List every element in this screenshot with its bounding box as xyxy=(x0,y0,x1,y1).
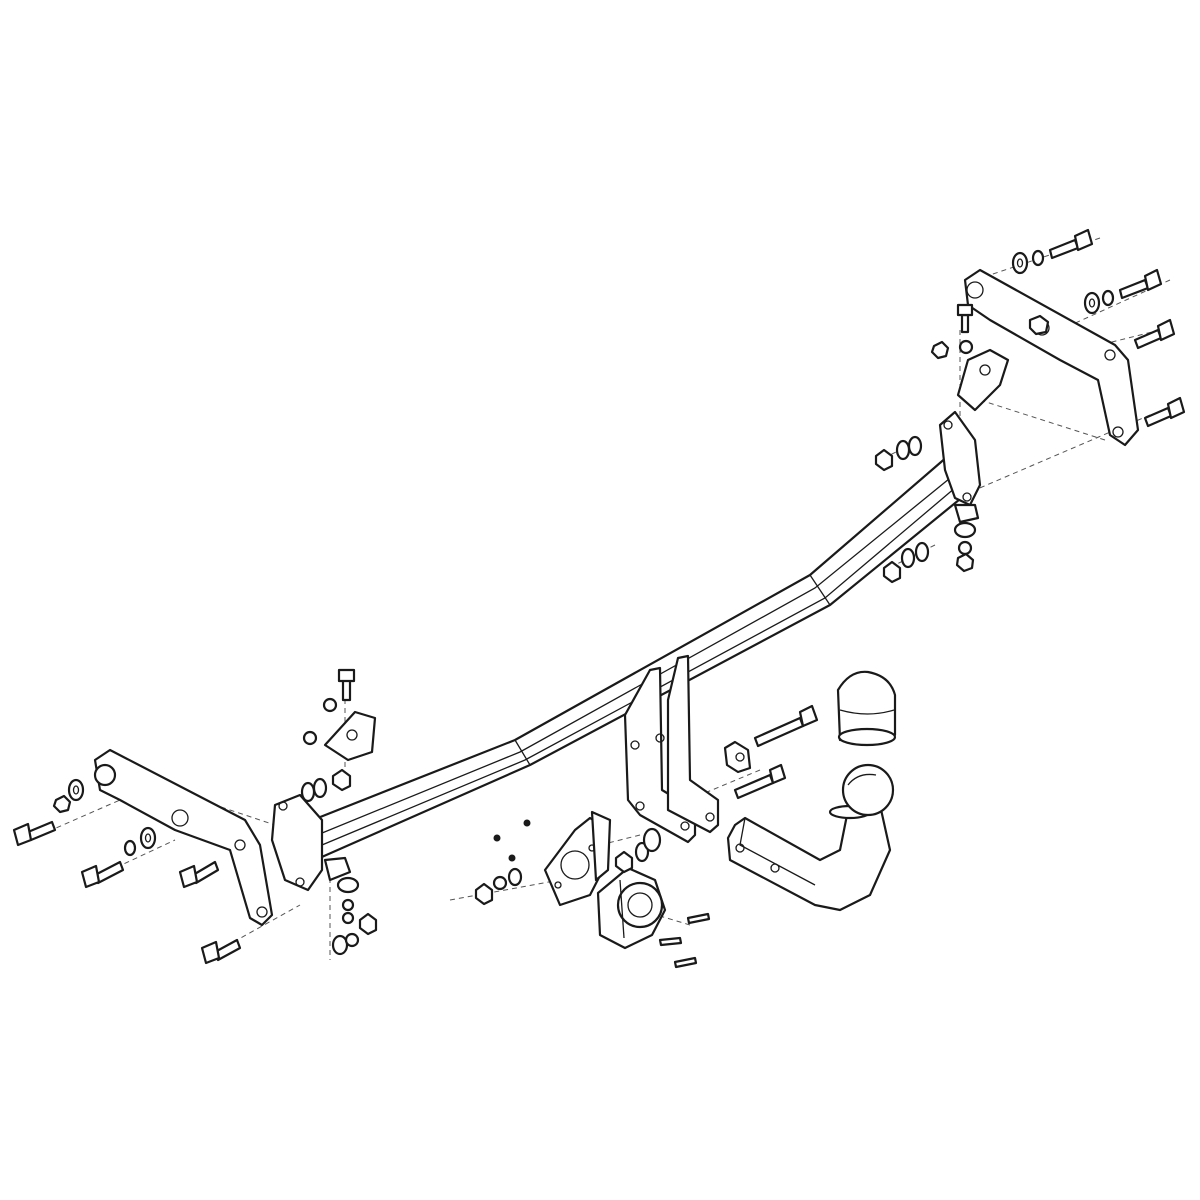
screw xyxy=(658,936,683,947)
washer xyxy=(914,541,930,563)
nut xyxy=(358,912,378,936)
washer xyxy=(300,781,316,803)
left-angle-bracket xyxy=(323,710,377,762)
washer xyxy=(895,439,911,461)
right-angle-bracket xyxy=(956,348,1010,412)
washer xyxy=(67,778,85,802)
nut xyxy=(331,768,352,792)
nut xyxy=(508,854,516,862)
ball-cover xyxy=(836,670,897,747)
center-mount-bracket xyxy=(623,654,720,844)
washer xyxy=(1083,291,1101,315)
washer xyxy=(312,777,328,799)
washers xyxy=(67,249,1115,956)
nut xyxy=(52,794,72,814)
nut xyxy=(955,552,975,573)
washer xyxy=(1011,251,1029,275)
washer xyxy=(642,827,662,853)
washer xyxy=(953,521,977,539)
bolt xyxy=(337,668,356,702)
nut xyxy=(341,911,355,925)
washer xyxy=(336,876,360,894)
tow-ball-arm xyxy=(726,763,895,912)
bolt xyxy=(12,820,57,847)
washer xyxy=(1101,289,1115,307)
nut xyxy=(882,560,902,584)
bolt xyxy=(200,938,242,965)
crossbar xyxy=(270,410,982,892)
washer xyxy=(907,435,923,457)
washer xyxy=(331,934,349,956)
nut xyxy=(322,697,338,713)
bolt xyxy=(1133,318,1176,350)
nut xyxy=(492,875,508,891)
nut xyxy=(1028,314,1050,336)
bolt xyxy=(1143,396,1186,428)
nut xyxy=(302,730,318,746)
screw xyxy=(673,956,698,969)
washer xyxy=(507,867,523,887)
nut xyxy=(958,339,974,355)
nut xyxy=(874,448,894,472)
nut xyxy=(523,819,531,827)
washer xyxy=(1031,249,1045,267)
nut xyxy=(930,340,950,360)
nut xyxy=(493,834,501,842)
nut xyxy=(614,850,634,874)
bolt xyxy=(178,860,220,889)
nut xyxy=(474,882,494,906)
bolt xyxy=(753,704,819,748)
bolt xyxy=(1118,268,1163,300)
nut xyxy=(344,932,360,948)
left-bracket xyxy=(93,748,274,927)
bolt xyxy=(80,860,125,889)
nut xyxy=(957,540,973,556)
washer xyxy=(123,839,137,857)
bolt xyxy=(1048,228,1094,260)
bolt xyxy=(956,303,974,334)
screw xyxy=(686,912,711,925)
nut xyxy=(723,740,752,774)
bolt xyxy=(733,763,787,800)
nuts xyxy=(52,314,1050,948)
washer xyxy=(139,826,157,850)
socket-plate xyxy=(543,810,612,907)
washer xyxy=(900,547,916,569)
electrical-socket xyxy=(596,866,667,950)
nut xyxy=(341,898,355,912)
bolts xyxy=(12,228,1186,969)
